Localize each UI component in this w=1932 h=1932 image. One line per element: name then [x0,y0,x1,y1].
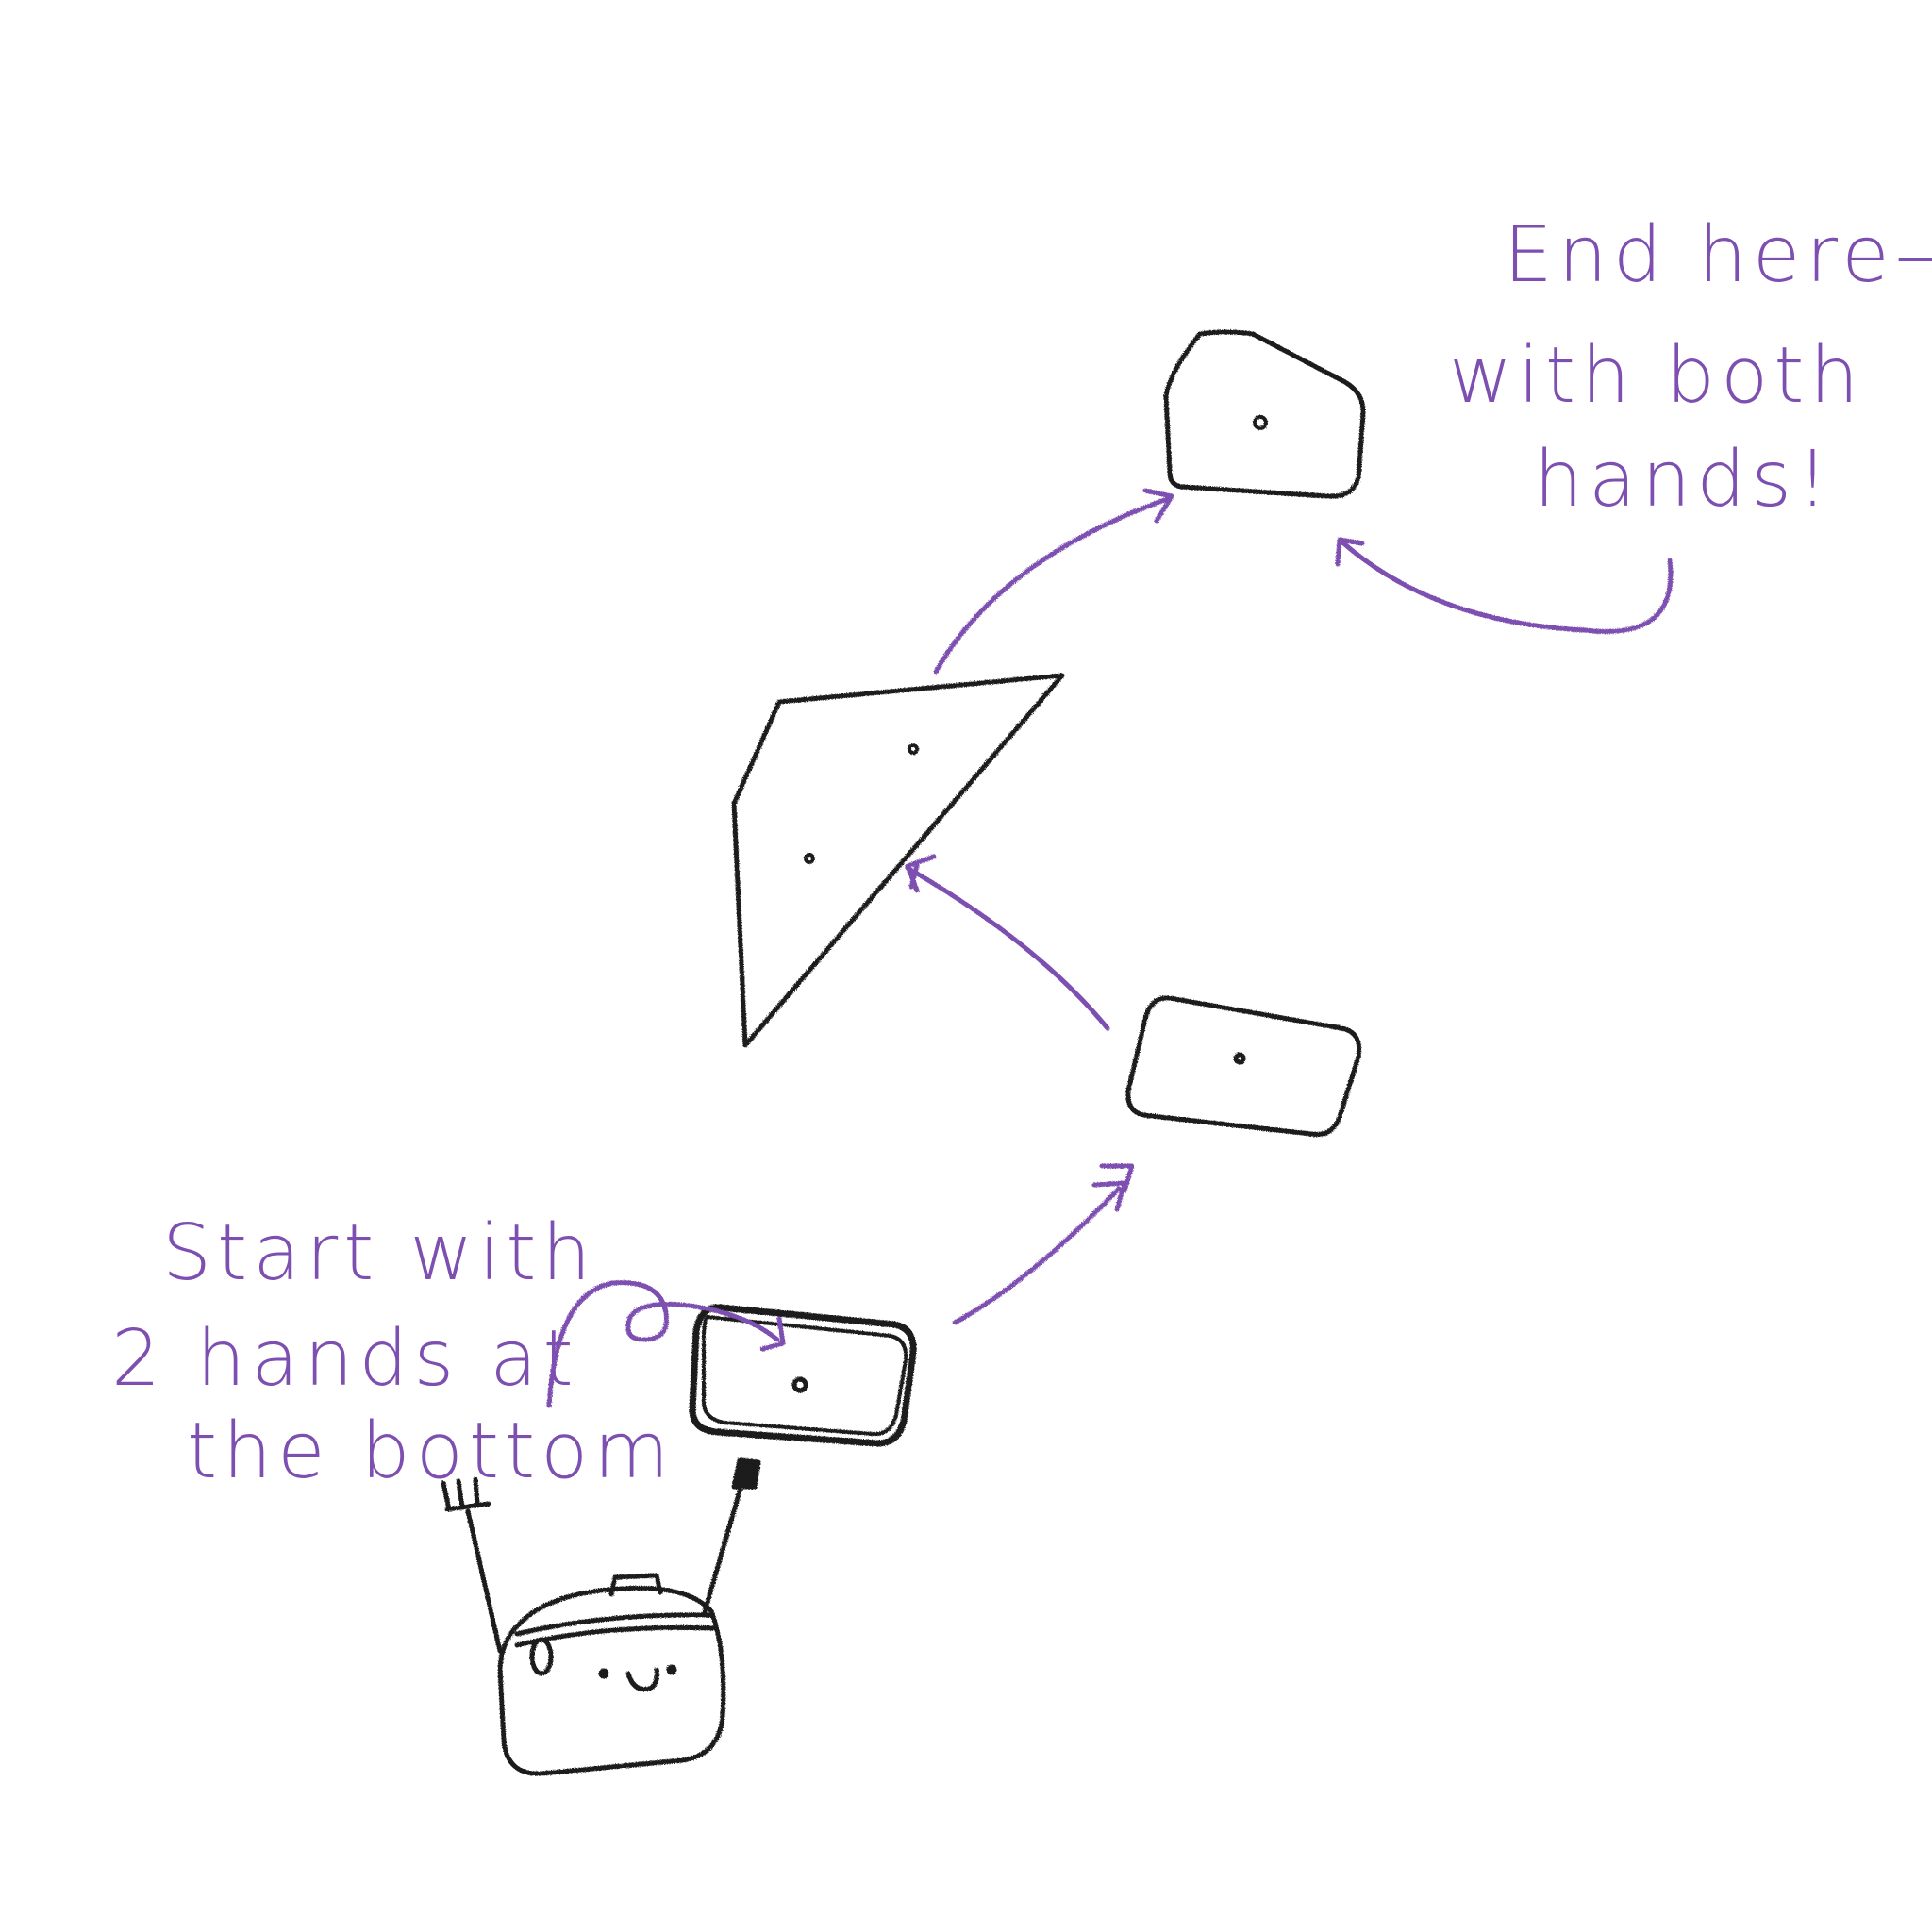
arrow-end-note [1339,539,1674,634]
fork-icon [441,1476,491,1512]
character-handle [529,1637,554,1676]
character-arm-left [465,1508,503,1654]
end-note-line-3: hands! [1534,435,1834,525]
arrow-start-to-right [952,1186,1122,1325]
end-note-line-1: End here— [1504,210,1932,300]
hold-triangle [731,673,1065,1048]
pot-character [441,1457,761,1776]
hold-start-dot [791,1376,808,1393]
start-note-line-1: Start with [162,1208,596,1298]
character-eye-right [666,1664,677,1675]
arrow-right-to-triangle [905,865,1110,1031]
hold-triangle-dot-upper [908,743,919,755]
start-note-line-3: the bottom [187,1407,675,1496]
arrow-start-note [546,1280,780,1408]
end-note-line-2: with both [1449,331,1864,421]
character-smile [625,1667,659,1692]
hold-finish [1163,329,1366,499]
hold-finish-dot [1253,415,1268,430]
hold-right-dot [1233,1052,1246,1065]
knife-icon [731,1457,761,1490]
character-knob [608,1573,663,1597]
start-note-line-2: 2 hands at [111,1314,579,1404]
arrow-triangle-to-finish [933,495,1173,675]
character-arm-right [701,1482,744,1618]
hold-triangle-dot-lower [804,853,815,864]
hold-start [689,1304,917,1447]
hold-right [1125,995,1362,1138]
character-eye-left [598,1668,609,1679]
